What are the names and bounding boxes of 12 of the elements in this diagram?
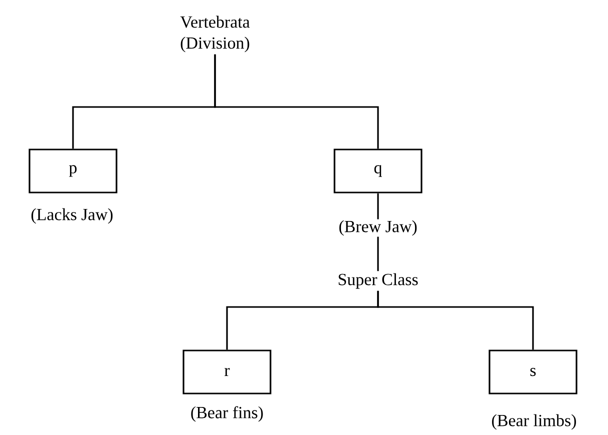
taxon-box: p [28, 148, 118, 194]
caption-text: (Lacks Jaw) [30, 207, 114, 225]
taxon-label: Vertebrata (Division) [180, 16, 250, 52]
taxon-box: s [488, 350, 578, 394]
taxon-box: r [182, 350, 272, 394]
connector-line [214, 54, 379, 149]
caption-text: (Bear fins) [189, 405, 265, 423]
caption-text: (Brew Jaw) [338, 219, 418, 237]
taxon-label: Super Class [338, 273, 418, 289]
caption-text: (Bear limbs) [490, 413, 578, 431]
connector-line [377, 290, 534, 350]
taxon-box: q [334, 148, 422, 194]
